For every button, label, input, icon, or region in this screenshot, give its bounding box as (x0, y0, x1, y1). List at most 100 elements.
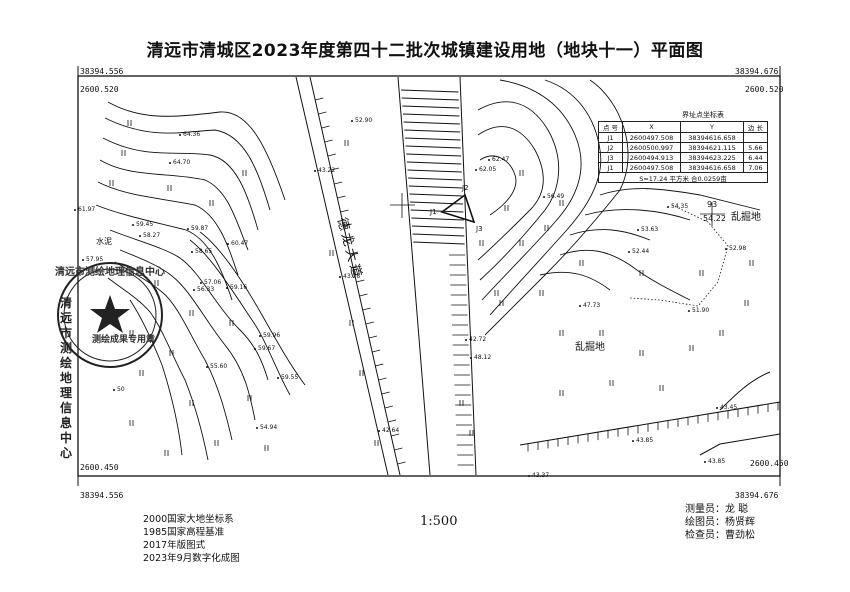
slope-ticks (315, 97, 474, 466)
elevation-point-marker (688, 310, 690, 312)
table-header: Y (680, 121, 744, 133)
elevation-label: 43.22 (318, 167, 336, 174)
elevation-label: 43.85 (708, 458, 726, 465)
table-area-footer: S=17.24 平方米 合0.0259亩 (598, 173, 768, 183)
elevation-point-marker (169, 162, 171, 164)
elevation-point-marker (378, 430, 380, 432)
elevation-point-marker (475, 169, 477, 171)
table-cell: J3 (597, 152, 624, 163)
map-frame (77, 75, 781, 477)
elevation-label: 47.73 (583, 302, 601, 309)
map-scale: 1:500 (420, 514, 458, 529)
staff-credits: 测量员：龙 聪 绘图员：杨贤辉 检查员：曹劲松 (685, 503, 755, 542)
map-metadata: 2000国家大地坐标系 1985国家高程基准 2017年版图式 2023年9月数… (143, 513, 240, 565)
elevation-point-marker (528, 475, 530, 477)
elevation-label: 51.90 (692, 307, 710, 314)
slope-hatching (401, 89, 465, 245)
elevation-point-marker (716, 407, 718, 409)
table-header: X (622, 121, 681, 133)
elevation-point-marker (725, 248, 727, 250)
vegetation-symbols (109, 120, 754, 456)
elevation-label: 53.63 (641, 226, 659, 233)
table-cell: 5.66 (742, 142, 769, 153)
elevation-label: 43.28 (343, 273, 361, 280)
elevation-label: 59.96 (263, 332, 281, 339)
table-header-row: 点 号 X Y 边 长 (597, 121, 769, 133)
elevation-label: 55.60 (210, 363, 228, 370)
south-building (699, 433, 781, 456)
boundary-coordinate-table: 界址点坐标表 点 号 X Y 边 长 J1 2600497.508 383946… (597, 110, 769, 183)
parcel-boundary (440, 193, 476, 224)
elevation-label: 59.67 (258, 345, 276, 352)
elevation-label: 43.37 (532, 472, 550, 479)
elevation-label: 57.95 (86, 256, 104, 263)
elevation-point-marker (277, 377, 279, 379)
checker: 检查员：曹劲松 (685, 530, 755, 541)
corner-bottom-left-y: 2600.450 (80, 463, 119, 472)
elevation-label: 64.36 (183, 131, 201, 138)
frame-ticks (77, 66, 781, 486)
table-cell: J1 (597, 162, 624, 173)
elevation-label: 62.05 (479, 166, 497, 173)
elevation-point-marker (200, 282, 202, 284)
elevation-label: 59.87 (191, 225, 209, 232)
cement-label: 水泥 (96, 237, 112, 246)
parcel-crosshairs (390, 193, 725, 226)
elevation-point-marker (227, 243, 229, 245)
elevation-point-marker (637, 229, 639, 231)
parcel-number-label: 93 (707, 200, 718, 209)
elevation-point-marker (254, 348, 256, 350)
elevation-label: 52.90 (355, 117, 373, 124)
map-symbology: 2017年版图式 (143, 540, 206, 551)
elevation-point-marker (132, 224, 134, 226)
official-seal (57, 262, 163, 368)
table-row: J3 2600494.913 38394623.225 6.44 (597, 152, 769, 163)
boundary-point-j1: J1 (430, 208, 437, 216)
star-icon (90, 295, 130, 333)
elevation-point-marker (113, 389, 115, 391)
elevation-label: 58.27 (143, 232, 161, 239)
table-header: 点 号 (597, 121, 624, 133)
elevation-label: 61.97 (78, 206, 96, 213)
elevation-point-marker (187, 228, 189, 230)
elevation-label: 59.16 (230, 284, 248, 291)
table-row: J1 2600497.508 38394616.658 (597, 132, 769, 143)
seal-side-text: 清远市测绘地理信息中心 (60, 296, 73, 460)
table-cell: 38394616.658 (680, 162, 744, 173)
elevation-label: 52.44 (632, 248, 650, 255)
map-title: 清远市清城区2023年度第四十二批次城镇建设用地（地块十一）平面图 (146, 41, 704, 61)
table-row: J1 2600497.508 38394616.658 7.06 (597, 162, 769, 173)
elevation-label: 56.49 (547, 193, 565, 200)
seal-center-text: 测绘成果专用章 (92, 335, 156, 345)
parcel-elevation-label: 54.22 (703, 214, 726, 223)
elevation-point-marker (82, 259, 84, 261)
elevation-point-marker (193, 289, 195, 291)
table-cell: 6.44 (742, 152, 769, 163)
corner-bottom-right-x: 38394.676 (735, 491, 779, 500)
coordinate-system: 2000国家大地坐标系 (143, 514, 234, 525)
elevation-point-marker (226, 287, 228, 289)
south-slope (519, 371, 781, 446)
elevation-label: 54.94 (260, 424, 278, 431)
boundary-point-j3: J3 (476, 225, 483, 233)
elevation-label: 60.47 (231, 240, 249, 247)
elevation-point-marker (139, 235, 141, 237)
elevation-point-marker (259, 335, 261, 337)
elevation-label: 48.12 (474, 354, 492, 361)
table-cell: J1 (597, 132, 624, 143)
elevation-point-marker (256, 427, 258, 429)
elevation-point-marker (465, 339, 467, 341)
elevation-label: 52.98 (729, 245, 747, 252)
corner-top-left-y: 2600.520 (80, 85, 119, 94)
elevation-point-marker (543, 196, 545, 198)
elevation-point-marker (488, 159, 490, 161)
elevation-label: 58.65 (195, 248, 213, 255)
table-title: 界址点坐标表 (682, 111, 724, 119)
table-header: 边 长 (742, 121, 769, 133)
elevation-point-marker (632, 440, 634, 442)
corner-top-right-x: 38394.676 (735, 67, 779, 76)
table-cell (742, 132, 769, 143)
elevation-label: 57.06 (204, 279, 222, 286)
elevation-label: 50 (117, 386, 125, 393)
